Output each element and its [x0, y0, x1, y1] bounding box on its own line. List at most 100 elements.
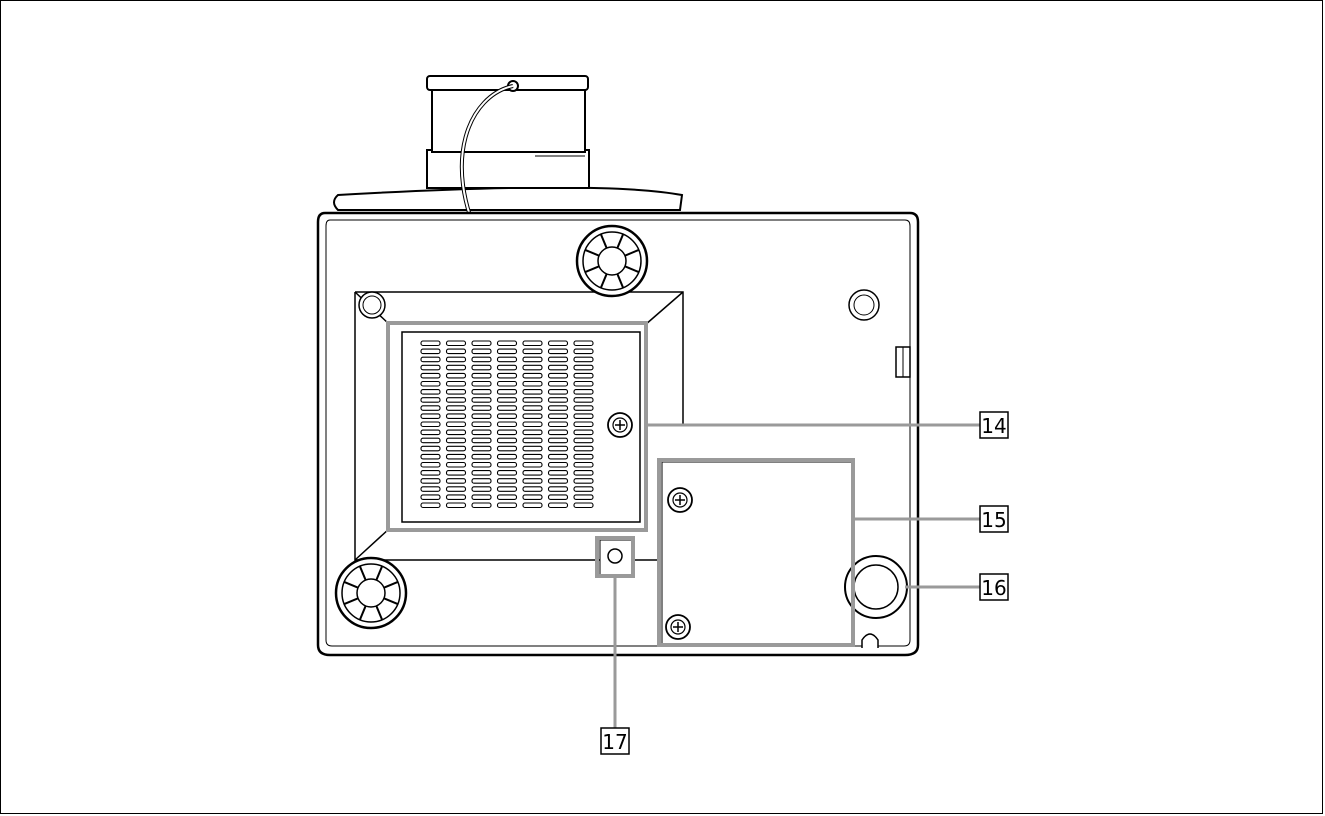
- vent-slot: [420, 437, 441, 444]
- vent-slot: [547, 502, 569, 509]
- lens-assembly: [333, 75, 684, 211]
- vent-slot: [420, 502, 441, 509]
- vent-slot: [496, 461, 518, 468]
- vent-slot: [547, 461, 569, 468]
- vent-slot: [496, 429, 518, 436]
- leader-lines: [613, 423, 980, 728]
- callout-17: 17: [600, 727, 630, 755]
- vent-slot: [420, 397, 441, 403]
- vent-slot: [496, 445, 518, 452]
- vent-slot: [471, 380, 492, 387]
- vent-slot: [573, 461, 594, 468]
- vent-slot: [471, 429, 492, 436]
- vent-slot: [445, 494, 467, 500]
- vent-slot: [445, 478, 467, 484]
- vent-slot: [496, 356, 518, 363]
- vent-slot: [573, 340, 594, 347]
- vent-slot: [445, 429, 467, 436]
- vent-slot: [547, 470, 569, 476]
- vent-slot: [547, 445, 569, 452]
- lens-mount-base: [333, 186, 684, 211]
- vent-slot: [522, 486, 543, 492]
- vent-slot: [573, 348, 594, 355]
- vent-slot: [496, 397, 518, 403]
- vent-slot: [471, 453, 492, 460]
- lamp-cover-screw-bottom: [665, 614, 691, 640]
- vent-slot: [573, 405, 594, 411]
- vent-slot: [522, 421, 543, 428]
- vent-slot: [471, 421, 492, 428]
- vent-slot: [573, 502, 594, 509]
- vent-slot: [522, 453, 543, 460]
- vent-slot: [420, 478, 441, 484]
- vent-slot: [547, 405, 569, 411]
- vent-slot: [522, 340, 543, 347]
- vent-slot: [496, 348, 518, 355]
- vent-slot: [573, 494, 594, 500]
- vent-slot: [445, 486, 467, 492]
- vent-slot: [573, 364, 594, 371]
- small-hole: [607, 548, 623, 564]
- vent-slot: [420, 413, 441, 419]
- vent-slot: [445, 364, 467, 371]
- vent-slot: [547, 340, 569, 347]
- vent-slot: [496, 421, 518, 428]
- vent-slot: [445, 413, 467, 419]
- mount-hole: [848, 289, 880, 321]
- vent-slot: [522, 405, 543, 411]
- vent-slot: [420, 356, 441, 363]
- vent-slot: [522, 470, 543, 476]
- vent-slot: [420, 421, 441, 428]
- vent-slot: [496, 486, 518, 492]
- vent-slot: [445, 437, 467, 444]
- callout-label-15: 15: [981, 508, 1006, 532]
- vent-slot: [471, 486, 492, 492]
- vent-slot: [445, 356, 467, 363]
- vent-slot: [471, 470, 492, 476]
- vent-slot: [547, 437, 569, 444]
- vent-slot: [471, 478, 492, 484]
- vent-slot: [471, 413, 492, 419]
- vent-slot: [496, 372, 518, 379]
- vent-slot: [420, 348, 441, 355]
- vent-slot: [573, 413, 594, 419]
- vent-slot: [522, 364, 543, 371]
- vent-slot: [547, 486, 569, 492]
- vent-slot: [522, 372, 543, 379]
- vent-slot: [445, 380, 467, 387]
- vent-slot: [471, 461, 492, 468]
- vent-slot: [420, 486, 441, 492]
- vent-slot: [547, 397, 569, 403]
- vent-slot: [573, 356, 594, 363]
- filter-screw: [607, 412, 633, 438]
- vent-slot: [445, 453, 467, 460]
- vent-slot: [445, 340, 467, 347]
- vent-slot: [522, 502, 543, 509]
- vent-slot: [420, 405, 441, 411]
- callout-label-16: 16: [981, 576, 1006, 600]
- vent-slot: [547, 453, 569, 460]
- vent-slot: [471, 340, 492, 347]
- vent-slot: [471, 445, 492, 452]
- vent-slot: [573, 421, 594, 428]
- vent-slot: [547, 372, 569, 379]
- vent-slot: [547, 413, 569, 419]
- vent-slot: [496, 470, 518, 476]
- vent-slot: [471, 502, 492, 509]
- vent-slot: [445, 421, 467, 428]
- vent-slot: [445, 470, 467, 476]
- vent-slot: [496, 413, 518, 419]
- vent-slot: [496, 494, 518, 500]
- vent-slot: [471, 364, 492, 371]
- vent-slot: [445, 397, 467, 403]
- vent-slot: [547, 364, 569, 371]
- vent-slot: [471, 372, 492, 379]
- vent-slot: [573, 389, 594, 395]
- vent-slot: [573, 453, 594, 460]
- vent-slot: [522, 437, 543, 444]
- vent-slot: [573, 429, 594, 436]
- vent-slot: [547, 380, 569, 387]
- vent-slot: [420, 429, 441, 436]
- vent-slot: [471, 348, 492, 355]
